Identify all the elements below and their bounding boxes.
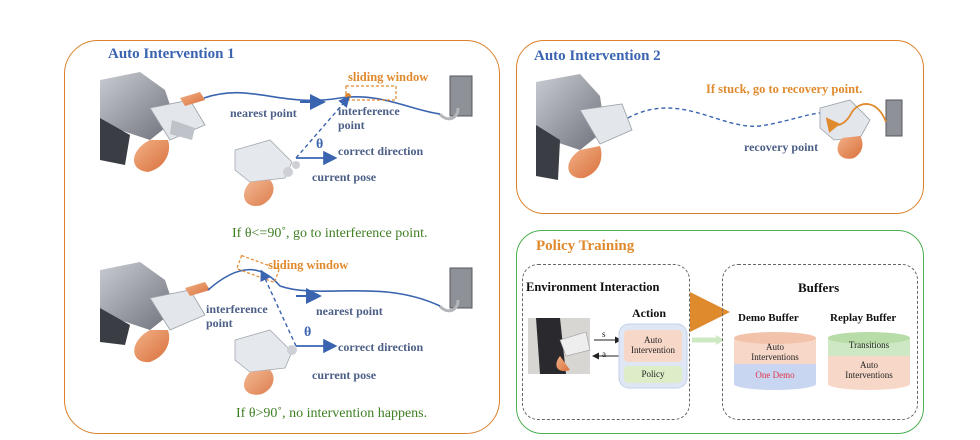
trajectory-curve bbox=[627, 107, 847, 127]
action-symbol-label: a bbox=[602, 349, 606, 359]
replay-buffer-label: Replay Buffer bbox=[830, 312, 897, 324]
nearest-point-label: nearest point bbox=[230, 106, 297, 120]
policy-block bbox=[624, 366, 682, 383]
demo-auto-interventions-text: Auto Interventions bbox=[751, 342, 799, 362]
demo-buffer-cylinder bbox=[734, 332, 816, 390]
wall-hook-icon bbox=[438, 75, 473, 121]
robot-arm-icon bbox=[536, 74, 633, 180]
sliding-window-box bbox=[236, 254, 280, 284]
sliding-window-label: sliding window bbox=[268, 258, 349, 272]
condition-caption: If θ>90˚, no intervention happens. bbox=[236, 406, 428, 421]
panel-title: Auto Intervention 1 bbox=[108, 46, 235, 62]
theta-symbol: θ bbox=[316, 137, 324, 152]
interference-point-label: interference point bbox=[206, 302, 268, 330]
ghost-hand-icon bbox=[234, 329, 297, 395]
panel-title: Auto Intervention 2 bbox=[534, 48, 661, 64]
nearest-point-label: nearest point bbox=[316, 304, 383, 318]
robot-arm-icon bbox=[100, 72, 206, 172]
environment-interaction-title: Environment Interaction bbox=[526, 280, 660, 294]
policy-training-panel bbox=[516, 230, 924, 434]
transitions-text: Transitions bbox=[848, 340, 890, 350]
stuck-note: If stuck, go to recovery point. bbox=[706, 82, 863, 96]
action-label: Action bbox=[632, 306, 666, 320]
correct-direction-label: correct direction bbox=[338, 144, 424, 158]
auto-intervention-block bbox=[624, 330, 682, 362]
wall-hook-icon bbox=[885, 99, 903, 137]
replay-buffer-cylinder bbox=[828, 332, 910, 390]
buffers-title: Buffers bbox=[798, 280, 840, 295]
auto-intervention-2-panel bbox=[516, 40, 924, 214]
ghost-hand-icon bbox=[234, 139, 300, 206]
wall-hook-icon bbox=[438, 267, 473, 313]
trajectory-curve bbox=[207, 268, 441, 307]
recovery-point-label: recovery point bbox=[744, 140, 819, 154]
auto-intervention-text: Auto Intervention bbox=[631, 335, 675, 355]
ghost-hand-icon bbox=[819, 99, 871, 159]
condition-caption: If θ<=90˚, go to interference point. bbox=[232, 226, 428, 241]
buffers-box bbox=[722, 264, 918, 420]
demo-buffer-label: Demo Buffer bbox=[738, 312, 799, 324]
sliding-window-label: sliding window bbox=[348, 70, 429, 84]
recovery-arrow bbox=[825, 103, 887, 133]
current-pose-label: current pose bbox=[312, 368, 377, 382]
correct-direction-label: correct direction bbox=[338, 340, 424, 354]
replay-auto-interventions-text: Auto Interventions bbox=[845, 360, 893, 380]
panel-title: Policy Training bbox=[536, 238, 635, 254]
environment-interaction-box bbox=[522, 264, 690, 420]
policy-text: Policy bbox=[641, 369, 665, 379]
robot-arm-icon bbox=[100, 262, 210, 363]
sliding-window-box bbox=[345, 85, 397, 101]
one-demo-text: One Demo bbox=[755, 370, 795, 380]
auto-intervention-1-panel bbox=[64, 40, 500, 434]
theta-symbol: θ bbox=[304, 325, 312, 340]
interference-point-label: interference point bbox=[338, 104, 400, 132]
current-pose-label: current pose bbox=[312, 170, 377, 184]
state-label: s bbox=[602, 329, 606, 339]
